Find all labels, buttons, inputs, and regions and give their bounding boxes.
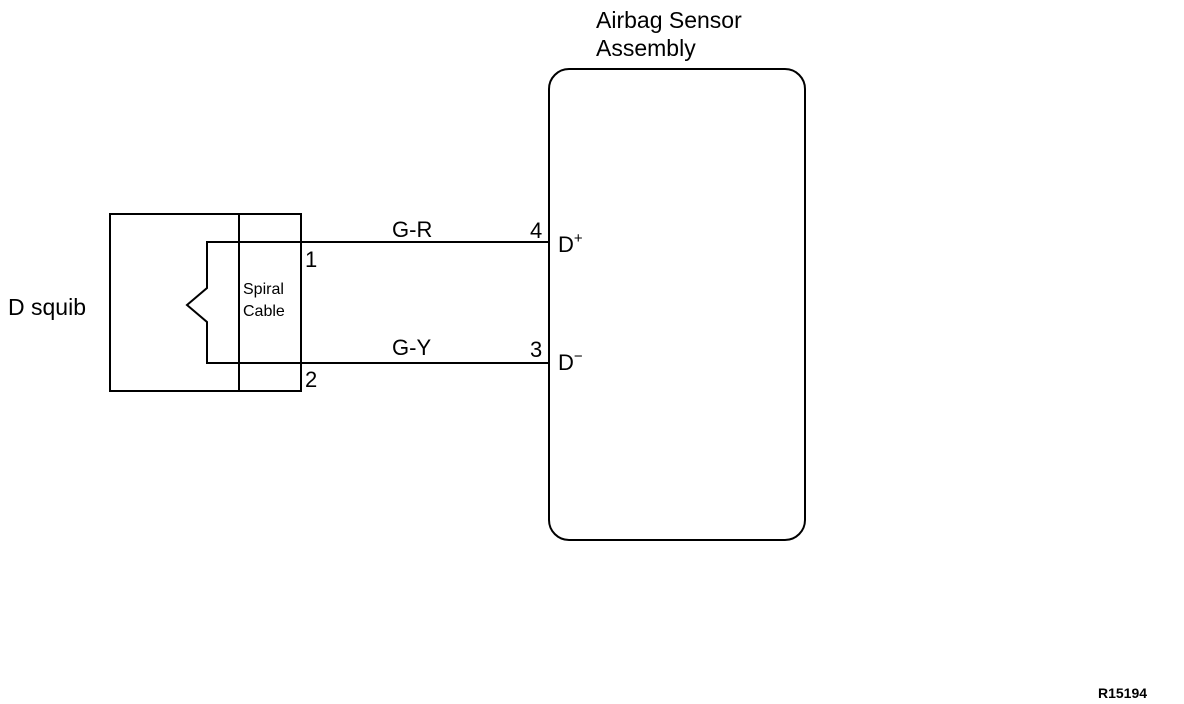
- d-squib-label: D squib: [8, 294, 86, 320]
- assembly-pin-4: 4: [530, 218, 542, 243]
- terminal-plus-sign: +: [574, 230, 583, 247]
- airbag-sensor-assembly-box: [548, 68, 806, 541]
- terminal-d-minus-letter: D: [558, 350, 574, 375]
- figure-id: R15194: [1098, 685, 1147, 701]
- terminal-d-minus: D−: [558, 348, 583, 375]
- squib-element-icon: [185, 241, 301, 364]
- terminal-d-plus-letter: D: [558, 232, 574, 257]
- terminal-minus-sign: −: [574, 348, 583, 365]
- spiral-cable-label-line1: Spiral: [243, 281, 284, 298]
- terminal-d-plus: D+: [558, 230, 583, 257]
- wire-color-g-y: G-Y: [392, 335, 431, 360]
- squib-pin-2: 2: [305, 367, 317, 392]
- d-squib-box: [109, 213, 302, 392]
- squib-pin-1: 1: [305, 247, 317, 272]
- assembly-title-line2: Assembly: [596, 35, 696, 61]
- assembly-pin-3: 3: [530, 337, 542, 362]
- spiral-cable-label-line2: Cable: [243, 303, 285, 320]
- assembly-title-line1: Airbag Sensor: [596, 7, 742, 33]
- wire-color-g-r: G-R: [392, 217, 432, 242]
